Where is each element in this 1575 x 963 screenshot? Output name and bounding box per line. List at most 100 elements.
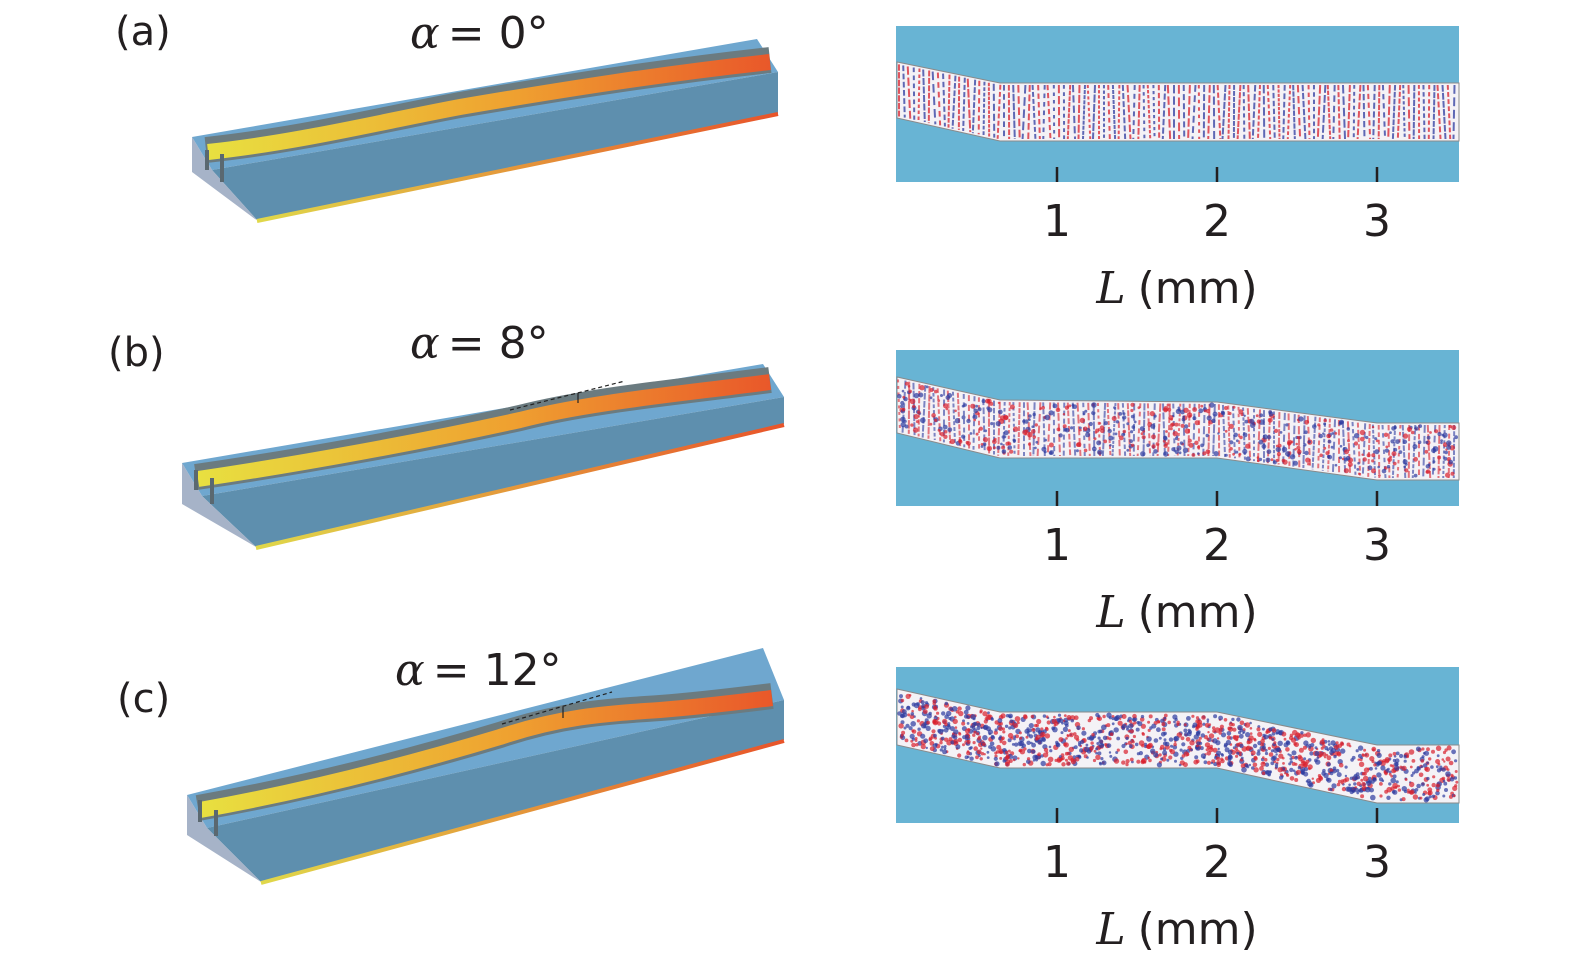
wave-speckle — [1431, 749, 1435, 754]
wave-speckle — [949, 726, 955, 732]
wave-speckle — [1151, 444, 1156, 449]
wave-speckle — [1085, 432, 1091, 438]
wave-speckle — [1101, 760, 1107, 766]
wave-speckle — [1432, 467, 1436, 471]
wave-speckle — [1197, 719, 1203, 725]
wave-speckle — [1231, 717, 1235, 722]
wave-speckle — [1329, 771, 1334, 776]
wave-speckle — [1311, 777, 1315, 780]
wave-fringe — [951, 75, 957, 129]
wave-speckle — [1260, 742, 1264, 747]
axis-unit: (mm) — [1138, 263, 1258, 314]
wave-speckle — [1265, 770, 1272, 776]
wave-speckle — [1079, 428, 1082, 432]
wave-speckle — [997, 409, 1003, 415]
wave-speckle — [1282, 459, 1288, 465]
wave-speckle — [942, 749, 948, 755]
wave-speckle — [1426, 761, 1429, 764]
wave-speckle — [1303, 757, 1307, 761]
wave-speckle — [1362, 457, 1367, 462]
wave-speckle — [1210, 746, 1213, 750]
wave-speckle — [1304, 419, 1310, 425]
wave-speckle — [1298, 747, 1304, 753]
wave-speckle — [1086, 756, 1089, 759]
wave-fringe — [1377, 84, 1381, 140]
alpha-value: = 12° — [433, 645, 562, 696]
wave-speckle — [929, 388, 934, 392]
wave-speckle — [1361, 753, 1365, 756]
wave-speckle — [1338, 762, 1344, 768]
wave-fringe — [1356, 84, 1362, 140]
wave-speckle — [1224, 429, 1228, 433]
wave-speckle — [1216, 737, 1220, 740]
wave-speckle — [1127, 740, 1133, 746]
wave-speckle — [1380, 765, 1386, 771]
wave-speckle — [945, 395, 951, 400]
wave-speckle — [1203, 760, 1208, 765]
wave-speckle — [900, 421, 906, 428]
wave-speckle — [1390, 439, 1395, 444]
wave-speckle — [1055, 742, 1060, 747]
wave-fringe — [897, 379, 901, 432]
wave-speckle — [1266, 449, 1272, 455]
wave-speckle — [1402, 459, 1408, 465]
wave-speckle — [928, 737, 932, 742]
wave-speckle — [1257, 749, 1261, 753]
wave-speckle — [907, 385, 911, 388]
wave-speckle — [1019, 749, 1026, 755]
wave-speckle — [1140, 723, 1146, 729]
wave-speckle — [1206, 415, 1212, 421]
wave-speckle — [941, 711, 946, 716]
wave-speckle — [1287, 753, 1290, 756]
wave-speckle — [1176, 445, 1182, 451]
wave-speckle — [943, 434, 948, 439]
wave-speckle — [1390, 786, 1395, 791]
wave-speckle — [1420, 765, 1423, 768]
wave-speckle — [1095, 747, 1099, 751]
wave-speckle — [1183, 407, 1189, 413]
wave-fringe — [1432, 84, 1436, 140]
wave-speckle — [1403, 759, 1407, 763]
wave-speckle — [1414, 788, 1419, 792]
wave-fringe — [1387, 84, 1391, 140]
wave-fringe — [1272, 84, 1276, 140]
wave-fringe — [1176, 403, 1182, 457]
wave-speckle — [1122, 429, 1127, 434]
wave-speckle — [1431, 794, 1436, 798]
wave-speckle — [1007, 738, 1012, 743]
wave-speckle — [1125, 759, 1130, 764]
wave-speckle — [1344, 449, 1350, 455]
wave-speckle — [1418, 772, 1424, 778]
wave-speckle — [1226, 731, 1232, 736]
wave-speckle — [1384, 757, 1391, 763]
wave-speckle — [989, 741, 995, 747]
wave-speckle — [1259, 766, 1264, 771]
wave-speckle — [1012, 426, 1019, 432]
wave-speckle — [1108, 751, 1112, 754]
wave-speckle — [1335, 768, 1340, 773]
wave-speckle — [1356, 468, 1360, 471]
wave-fringe — [1292, 414, 1296, 467]
wave-speckle — [1275, 446, 1282, 453]
wave-speckle — [1434, 429, 1439, 434]
wave-fringe — [1331, 419, 1337, 473]
wave-speckle — [1203, 409, 1207, 413]
wave-speckle — [1143, 760, 1147, 764]
wave-fringe — [1221, 84, 1227, 140]
wave-speckle — [939, 748, 943, 752]
wave-speckle — [914, 737, 918, 740]
axis-title: L(mm) — [1095, 263, 1257, 314]
wave-speckle — [1441, 767, 1446, 772]
wave-speckle — [1058, 737, 1064, 742]
wave-speckle — [1220, 757, 1224, 761]
wave-speckle — [1091, 446, 1097, 452]
wave-speckle — [1236, 751, 1240, 755]
wave-speckle — [1406, 426, 1413, 432]
wave-speckle — [1174, 422, 1179, 427]
wave-speckle — [1326, 755, 1332, 761]
wave-speckle — [1252, 743, 1258, 749]
wave-speckle — [900, 404, 904, 408]
wave-speckle — [931, 413, 936, 418]
wave-speckle — [1115, 751, 1119, 754]
wave-speckle — [1001, 740, 1007, 746]
